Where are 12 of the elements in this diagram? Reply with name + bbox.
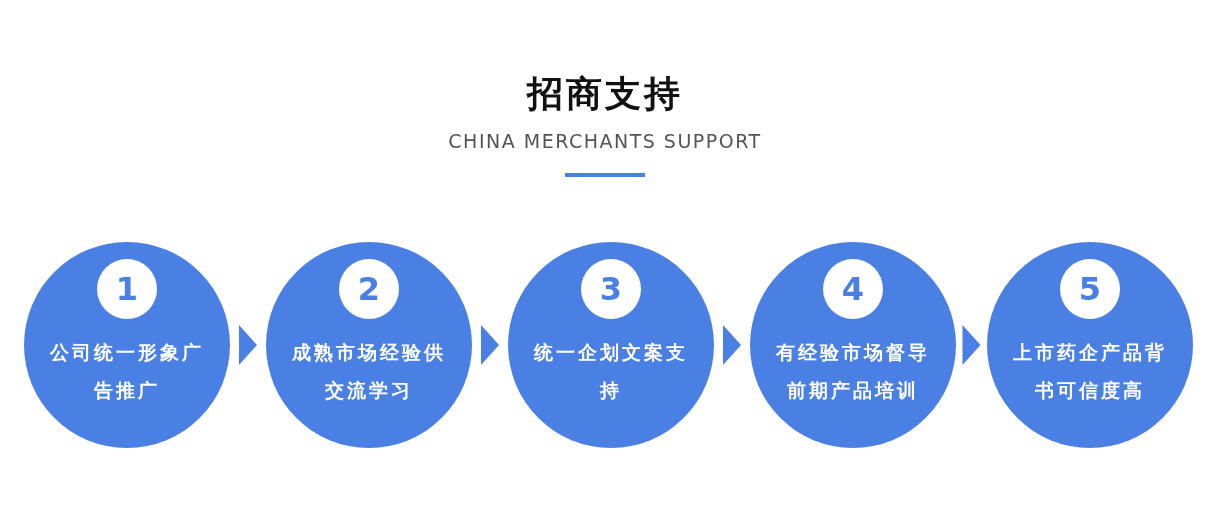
title: 招商支持: [527, 72, 683, 116]
step-number: 3: [581, 259, 641, 319]
step-text: 有经验市场督导前期产品培训: [775, 340, 931, 403]
step-number: 2: [339, 259, 399, 319]
step-text: 成熟市场经验供交流学习: [291, 340, 447, 403]
step-text: 统一企划文案支持: [533, 340, 689, 403]
subtitle: CHINA MERCHANTS SUPPORT: [448, 129, 762, 154]
step-text: 公司统一形象广告推广: [49, 340, 205, 403]
step-text: 上市药企产品背书可信度高: [1012, 340, 1168, 403]
step-number: 5: [1060, 259, 1120, 319]
step-number: 1: [97, 259, 157, 319]
step-number: 4: [823, 259, 883, 319]
